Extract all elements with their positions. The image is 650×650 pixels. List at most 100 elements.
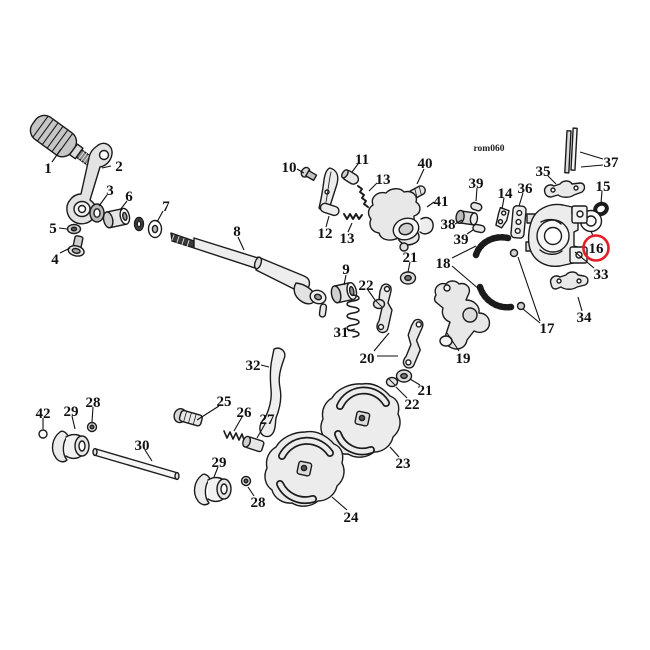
leader-line-part-13	[347, 222, 353, 233]
part-label-40: 40	[418, 156, 433, 172]
part-20-arm-upper	[376, 283, 393, 334]
part-label-34: 34	[577, 310, 593, 326]
part-label-13: 13	[340, 231, 355, 247]
part-42-oring	[38, 429, 48, 439]
part-17-ball-lower	[516, 301, 526, 311]
leader-line-part-24	[331, 496, 348, 511]
leader-line-part-6	[119, 200, 128, 211]
part-28-clip-right	[240, 475, 252, 487]
leader-line-part-2	[101, 165, 112, 169]
part-6-bushing	[102, 207, 131, 229]
part-label-28: 28	[86, 395, 101, 411]
part-label-39: 39	[454, 232, 469, 248]
part-label-32: 32	[246, 358, 261, 374]
leader-line-part-5	[58, 227, 68, 230]
leader-line-part-31	[347, 328, 356, 332]
part-label-6: 6	[125, 189, 133, 205]
leader-line-part-21	[407, 261, 411, 273]
part-label-15: 15	[596, 179, 611, 195]
part-35-bracket	[543, 180, 586, 198]
part-22-clip-upper	[372, 298, 386, 310]
part-label-4: 4	[51, 252, 59, 268]
part-label-28: 28	[251, 495, 266, 511]
part-9-bushing	[330, 281, 358, 304]
pawl-stop	[318, 167, 339, 212]
part-label-2: 2	[115, 159, 123, 175]
leader-line-part-7	[156, 210, 164, 223]
part-32-link	[259, 347, 286, 438]
part-label-14: 14	[498, 186, 514, 202]
part-20-arm-lower	[402, 318, 424, 369]
leader-line-part-12	[325, 215, 330, 228]
part-label-5: 5	[49, 221, 57, 237]
part-label-30: 30	[135, 438, 150, 454]
leader-line-part-28	[91, 406, 94, 423]
part-10-screw	[300, 166, 318, 182]
part-19-lever	[433, 280, 491, 350]
leader-line-part-19	[446, 332, 460, 352]
part-14-gasket	[495, 206, 510, 229]
part-label-29: 29	[64, 404, 79, 420]
part-label-35: 35	[536, 164, 551, 180]
leader-line-part-39	[475, 187, 478, 202]
part-label-17: 17	[540, 321, 556, 337]
part-23-shifter-cam	[320, 382, 401, 458]
part-inner-washer	[133, 216, 145, 232]
part-label-31: 31	[334, 325, 349, 341]
part-label-38: 38	[441, 217, 456, 233]
part-17-ball-upper	[509, 248, 519, 258]
part-26-spring	[223, 430, 245, 441]
leader-line-part-9	[343, 274, 347, 286]
leader-line-part-41	[426, 201, 435, 208]
part-label-10: 10	[282, 160, 297, 176]
leader-line-part-13	[368, 182, 378, 192]
part-18-spring-upper	[472, 234, 512, 259]
part-1-footpeg	[29, 114, 95, 167]
leader-line-part-1	[51, 148, 62, 163]
leader-line-part-30	[144, 449, 153, 462]
leader-line-part-36	[518, 192, 524, 207]
leader-line-part-27	[256, 423, 266, 439]
part-label-1: 1	[44, 161, 52, 177]
part-29-fork-right	[193, 473, 232, 506]
part-label-42: 42	[36, 406, 51, 422]
leader-line-part-25	[196, 405, 220, 421]
leader-line-part-3	[98, 194, 108, 207]
part-3-washer	[89, 203, 105, 223]
part-label-21: 21	[418, 383, 433, 399]
part-21-nut-lower	[395, 369, 413, 383]
part-18-spring-lower	[476, 283, 515, 311]
part-label-26: 26	[237, 405, 253, 421]
part-24-shifter-cam	[264, 430, 345, 507]
parts-artwork	[29, 114, 609, 507]
part-label-27: 27	[260, 412, 276, 428]
leader-line-part-11	[351, 163, 359, 173]
part-39-pin-upper	[470, 201, 483, 212]
leader-line-part-22	[367, 289, 376, 301]
leader-line-part-17	[517, 256, 541, 322]
leader-line-part-20	[373, 332, 390, 352]
part-5-nut	[66, 223, 82, 235]
part-label-21: 21	[403, 250, 418, 266]
part-label-3: 3	[106, 183, 114, 199]
figure-code: rom060	[474, 144, 505, 154]
part-27-pin	[242, 435, 265, 453]
part-29-fork-left	[51, 430, 90, 463]
leader-line-part-8	[237, 236, 245, 251]
part-28-clip-left	[86, 421, 98, 433]
part-label-22: 22	[359, 278, 374, 294]
part-13-spring-lower	[343, 213, 363, 220]
part-label-23: 23	[396, 456, 411, 472]
leader-line-part-23	[389, 446, 400, 458]
leader-line-part-15	[600, 190, 603, 204]
leader-line-part-10	[296, 168, 305, 174]
part-label-29: 29	[212, 455, 227, 471]
part-label-12: 12	[318, 226, 333, 242]
leader-line-part-22	[395, 386, 408, 399]
leader-line-part-34	[577, 296, 583, 312]
leader-line-part-40	[416, 168, 425, 185]
part-label-24: 24	[344, 510, 360, 526]
part-11-pin	[341, 169, 360, 185]
leader-line-part-38	[454, 219, 463, 225]
